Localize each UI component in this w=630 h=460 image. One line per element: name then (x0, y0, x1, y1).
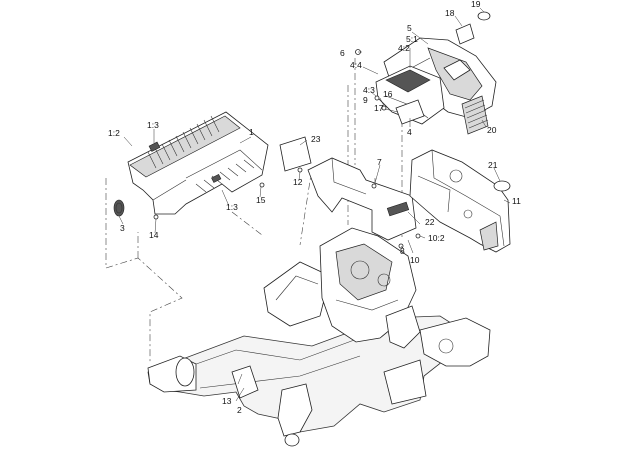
part-10-2-fastener (415, 233, 421, 239)
part-21-knob (493, 180, 511, 192)
part-1-main-cover (127, 111, 269, 215)
part-15-fastener (259, 182, 265, 188)
part-19-cap (477, 11, 491, 21)
part-17-bracket (395, 99, 425, 125)
chassis-assembly (147, 227, 491, 447)
leader-lines (118, 7, 511, 402)
callout-19: 19 (471, 0, 481, 9)
callout-16: 16 (383, 89, 393, 99)
callout-3: 3 (120, 223, 125, 233)
part-14-fastener (153, 214, 159, 220)
decal-1-3b (211, 173, 222, 183)
callout-5-1: 5:1 (406, 34, 418, 44)
callout-14: 14 (149, 230, 159, 240)
callout-15: 15 (256, 195, 266, 205)
callout-6: 6 (340, 48, 345, 58)
part-18-clip (455, 23, 475, 45)
callout-20: 20 (487, 125, 497, 135)
callout-1: 1 (249, 127, 254, 137)
part-5-1-panel (443, 59, 471, 81)
callout-21: 21 (488, 160, 498, 170)
callout-10-2: 10:2 (428, 233, 445, 243)
part-12-fastener (297, 167, 303, 173)
part-20-grille (461, 95, 489, 135)
decal-22 (386, 201, 410, 217)
callout-7: 7 (377, 157, 382, 167)
callout-4: 4 (407, 127, 412, 137)
callout-23: 23 (311, 134, 321, 144)
callout-12: 12 (293, 177, 303, 187)
callout-13: 13 (222, 396, 232, 406)
callout-1-2: 1:2 (108, 128, 120, 138)
part-11-frame (409, 149, 511, 253)
callout-2: 2 (237, 405, 242, 415)
part-9-screw (374, 95, 380, 101)
callout-18: 18 (445, 8, 455, 18)
part-10-bracket (307, 157, 417, 241)
callout-10: 10 (410, 255, 420, 265)
callout-1-3-lower: 1:3 (226, 202, 238, 212)
callout-9: 9 (363, 95, 368, 105)
part-3-badge (113, 199, 125, 217)
callout-4-3: 4:3 (363, 85, 375, 95)
callout-4-2: 4:2 (398, 43, 410, 53)
callout-5: 5 (407, 23, 412, 33)
cover-ribs (147, 115, 255, 193)
callout-4-4: 4:4 (350, 60, 362, 70)
callout-1-3: 1:3 (147, 120, 159, 130)
callout-22: 22 (425, 217, 435, 227)
callout-labels: 1 1:2 1:3 1:3 2 3 4 4:2 4:3 4:4 5 5:1 6 … (108, 0, 521, 415)
callout-11: 11 (512, 196, 521, 206)
callout-8: 8 (400, 246, 405, 256)
decal-1-3 (148, 141, 161, 152)
callout-17: 17 (374, 103, 384, 113)
part-23-panel (279, 136, 312, 172)
